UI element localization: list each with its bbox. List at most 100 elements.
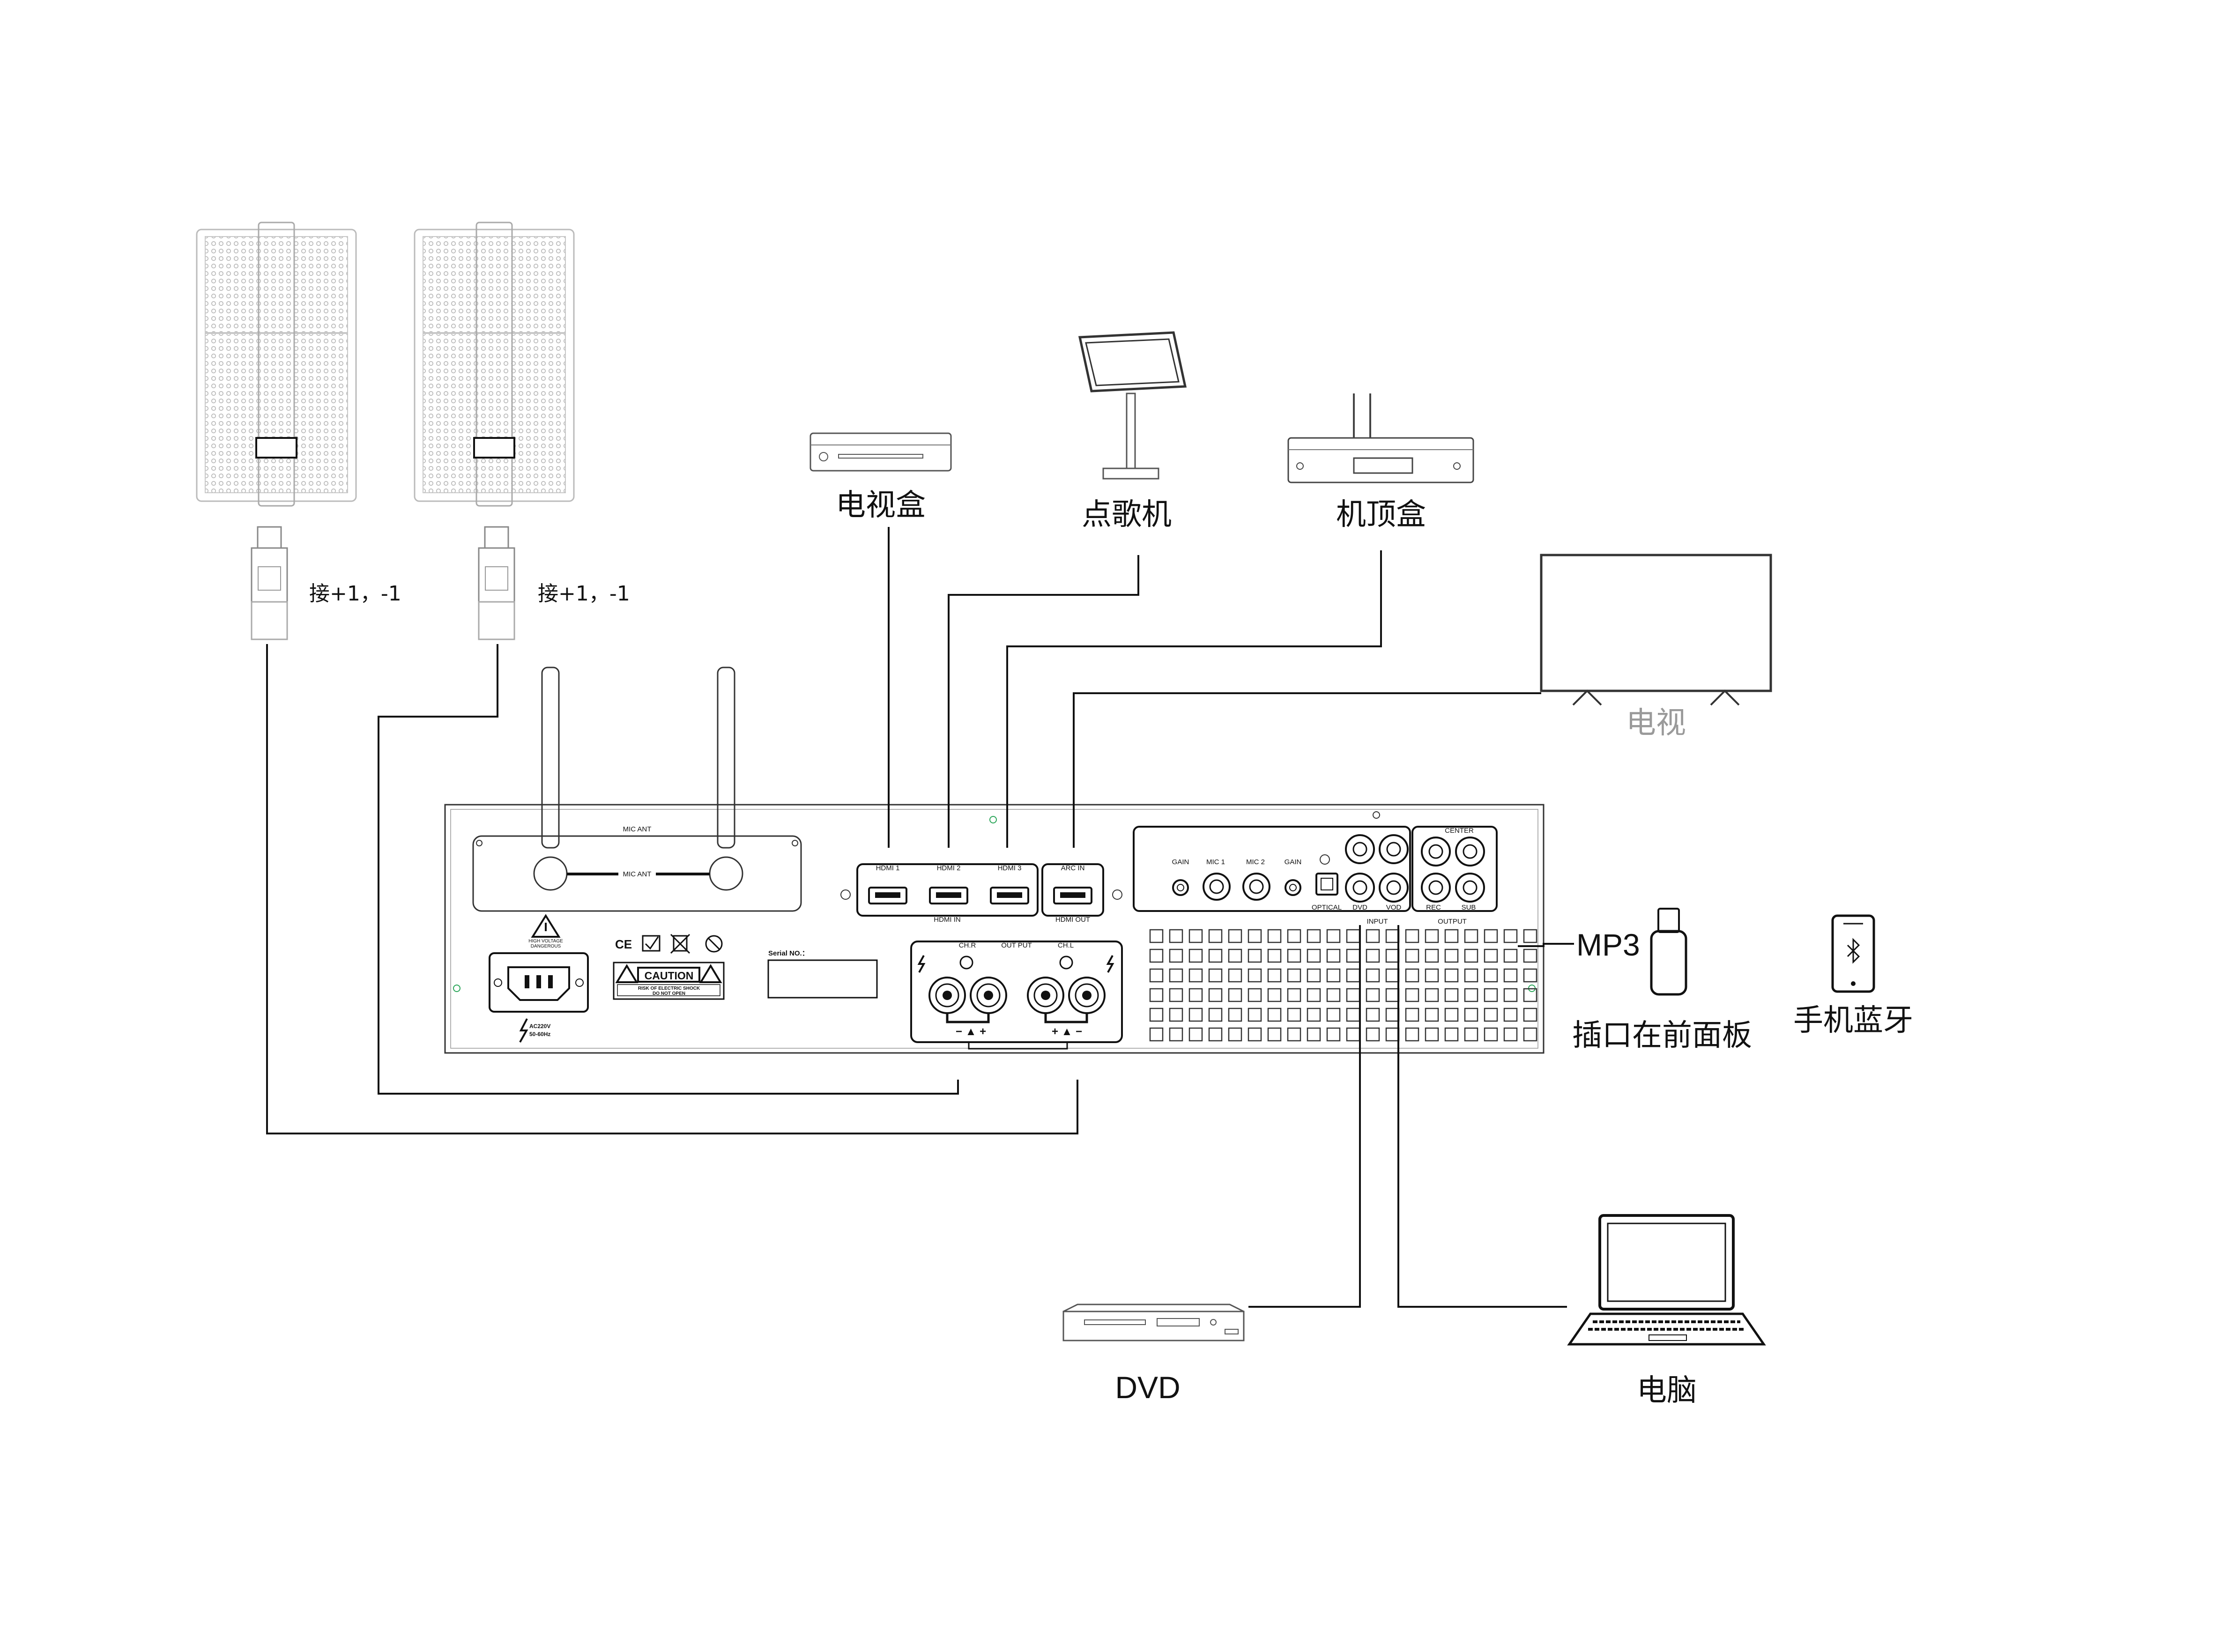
- mic-ant-inner-label: MIC ANT: [623, 870, 652, 878]
- mp3-note: 插口在前面板: [1572, 1018, 1752, 1053]
- usb-drive-icon: [1650, 908, 1687, 996]
- vent-slot: [1503, 929, 1518, 943]
- vent-slot: [1425, 968, 1439, 983]
- vent-slot: [1188, 948, 1203, 963]
- vent-slot: [1464, 929, 1478, 943]
- vent-slot: [1366, 1007, 1380, 1022]
- mic-ant-top-label: MIC ANT: [623, 825, 652, 833]
- ch-r-label: CH.R: [959, 941, 976, 949]
- vent-slot: [1248, 1007, 1262, 1022]
- vent-slot: [1149, 1007, 1164, 1022]
- vent-slot: [1346, 1007, 1360, 1022]
- vent-slot: [1366, 929, 1380, 943]
- vent-slot: [1169, 988, 1183, 1002]
- vent-slot: [1346, 948, 1360, 963]
- vent-slot: [1307, 948, 1321, 963]
- speakon-plug-right: [478, 526, 515, 640]
- vent-slot: [1484, 1027, 1498, 1042]
- vent-slot: [1228, 1007, 1242, 1022]
- vent-slot: [1307, 929, 1321, 943]
- serial-plate: [767, 959, 878, 999]
- set-top-box-label: 机顶盒: [1336, 497, 1426, 532]
- vent-slot: [1287, 948, 1301, 963]
- vent-slot: [1248, 948, 1262, 963]
- vent-slot: [1405, 1027, 1419, 1042]
- power-inlet: [489, 952, 589, 1013]
- bridge-bar: [968, 1041, 1068, 1050]
- vent-slot: [1149, 1027, 1164, 1042]
- vent-slot: [1248, 988, 1262, 1002]
- vent-slot: [1208, 948, 1223, 963]
- vent-slot: [1188, 929, 1203, 943]
- vent-slot: [1444, 948, 1459, 963]
- vent-slot: [1188, 1027, 1203, 1042]
- vent-slot: [1405, 929, 1419, 943]
- vent-slot: [1444, 1007, 1459, 1022]
- vent-slot: [1503, 948, 1518, 963]
- vent-slot: [1208, 988, 1223, 1002]
- vent-slot: [1248, 968, 1262, 983]
- vent-slot: [1326, 929, 1341, 943]
- rec-label: REC: [1426, 904, 1441, 911]
- vent-slot: [1149, 968, 1164, 983]
- speakon-plug-left: [251, 526, 288, 640]
- vent-slot: [1169, 1007, 1183, 1022]
- dvd-label: DVD: [1115, 1370, 1180, 1405]
- gain2-label: GAIN: [1285, 858, 1302, 866]
- speaker-right: [414, 222, 575, 507]
- risk-text-1: RISK OF ELECTRIC SHOCK: [638, 986, 700, 991]
- vent-slot: [1484, 968, 1498, 983]
- vent-slot: [1523, 948, 1537, 963]
- vent-slot: [1346, 968, 1360, 983]
- vent-slot: [1267, 1007, 1282, 1022]
- song-machine-icon: [1078, 331, 1187, 480]
- vent-slot: [1287, 1007, 1301, 1022]
- vent-slot: [1287, 1027, 1301, 1042]
- vent-slot: [1425, 988, 1439, 1002]
- vent-slot: [1346, 988, 1360, 1002]
- output-label: OUTPUT: [1438, 918, 1467, 926]
- vent-slot: [1484, 929, 1498, 943]
- vent-slot: [1307, 1007, 1321, 1022]
- gain1-label: GAIN: [1172, 858, 1189, 866]
- vent-slot: [1169, 948, 1183, 963]
- vent-slot: [1228, 1027, 1242, 1042]
- vent-slot: [1523, 929, 1537, 943]
- vent-slot: [1208, 1007, 1223, 1022]
- optical-port: [1315, 873, 1338, 896]
- vent-slot: [1228, 929, 1242, 943]
- vent-slot: [1326, 1027, 1341, 1042]
- vent-slot: [1346, 929, 1360, 943]
- optical-label: OPTICAL: [1312, 904, 1342, 911]
- vent-slot: [1248, 1027, 1262, 1042]
- vent-slot: [1287, 929, 1301, 943]
- tv-box-icon: [809, 432, 952, 472]
- vent-slot: [1169, 968, 1183, 983]
- speaker-right-note: 接+1，-1: [538, 582, 630, 606]
- hdmi1-label: HDMI 1: [876, 864, 900, 872]
- vent-slot: [1385, 1027, 1400, 1042]
- vent-slot: [1307, 988, 1321, 1002]
- mic2-label: MIC 2: [1246, 858, 1265, 866]
- ac-frequency-label: 50-60Hz: [529, 1031, 550, 1037]
- speaker-left-note: 接+1，-1: [309, 582, 401, 606]
- vent-slot: [1287, 968, 1301, 983]
- vent-slot: [1267, 929, 1282, 943]
- vent-slot: [1208, 929, 1223, 943]
- vent-slot: [1366, 968, 1380, 983]
- vent-slot: [1149, 948, 1164, 963]
- vent-slot: [1188, 988, 1203, 1002]
- vent-slot: [1444, 929, 1459, 943]
- vent-slot: [1523, 1007, 1537, 1022]
- vent-slot: [1228, 968, 1242, 983]
- ch-r-minus-plus: − ▲ +: [956, 1025, 986, 1038]
- hv-label-2: DANGEROUS: [531, 944, 561, 949]
- vent-slot: [1366, 948, 1380, 963]
- vent-slot: [1267, 968, 1282, 983]
- vent-slot: [1326, 1007, 1341, 1022]
- phone-bluetooth-icon: [1831, 914, 1875, 993]
- vent-slot: [1267, 1027, 1282, 1042]
- vent-grid: [1149, 929, 1537, 1042]
- ce-mark: CE: [615, 937, 632, 951]
- vent-slot: [1464, 1007, 1478, 1022]
